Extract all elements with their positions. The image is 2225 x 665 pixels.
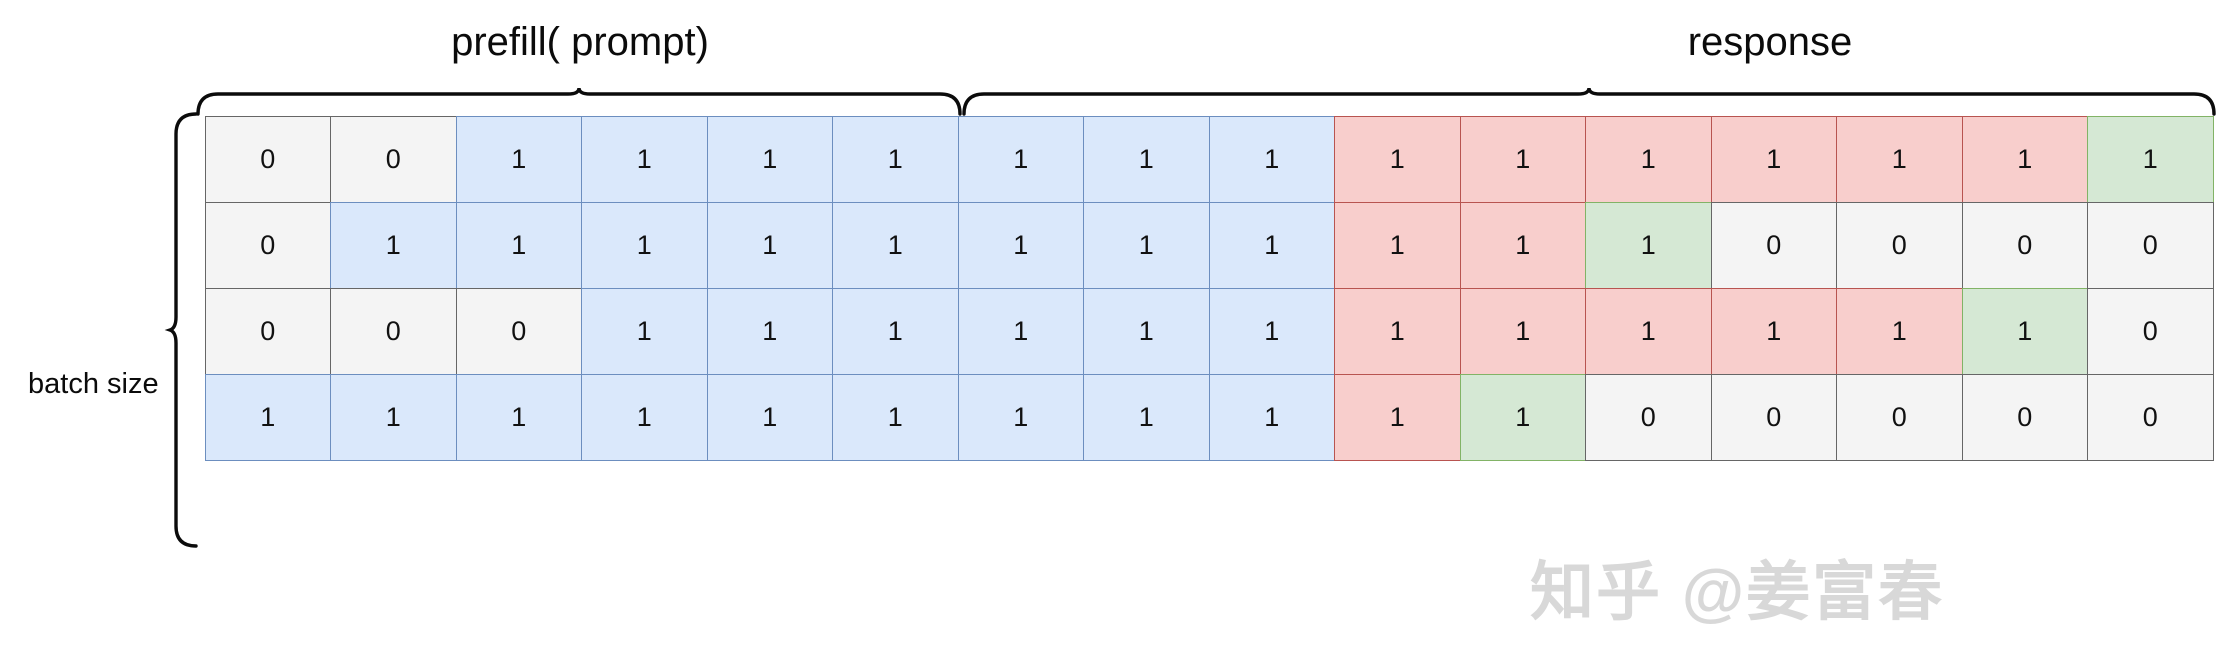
mask-cell: 1 bbox=[581, 115, 708, 203]
mask-cell: 1 bbox=[1208, 201, 1335, 289]
mask-cell: 1 bbox=[957, 373, 1084, 461]
mask-cell: 1 bbox=[1334, 287, 1461, 375]
mask-cell: 0 bbox=[204, 287, 331, 375]
mask-cell: 1 bbox=[1836, 287, 1963, 375]
mask-cell: 1 bbox=[1836, 115, 1963, 203]
mask-cell: 1 bbox=[1459, 373, 1586, 461]
mask-cell: 1 bbox=[1334, 201, 1461, 289]
mask-cell: 1 bbox=[957, 287, 1084, 375]
mask-cell: 1 bbox=[1961, 287, 2088, 375]
mask-cell: 1 bbox=[706, 373, 833, 461]
prefill-brace bbox=[196, 87, 962, 116]
mask-cell: 0 bbox=[330, 115, 457, 203]
mask-cell: 1 bbox=[581, 201, 708, 289]
mask-cell: 1 bbox=[706, 115, 833, 203]
mask-cell: 1 bbox=[1208, 115, 1335, 203]
mask-cell: 1 bbox=[1961, 115, 2088, 203]
mask-cell: 1 bbox=[1710, 115, 1837, 203]
mask-cell: 1 bbox=[581, 373, 708, 461]
mask-cell: 1 bbox=[455, 373, 582, 461]
mask-cell: 1 bbox=[1083, 287, 1210, 375]
mask-cell: 1 bbox=[1208, 287, 1335, 375]
mask-cell: 0 bbox=[1961, 373, 2088, 461]
mask-cell: 1 bbox=[1208, 373, 1335, 461]
mask-cell: 1 bbox=[706, 201, 833, 289]
mask-cell: 1 bbox=[832, 201, 959, 289]
prefill-section-label: prefill( prompt) bbox=[451, 20, 709, 64]
mask-cell: 1 bbox=[1334, 115, 1461, 203]
mask-cell: 1 bbox=[1710, 287, 1837, 375]
mask-cell: 0 bbox=[1710, 373, 1837, 461]
mask-cell: 1 bbox=[204, 373, 331, 461]
mask-cell: 1 bbox=[1585, 287, 1712, 375]
mask-cell: 1 bbox=[330, 373, 457, 461]
mask-cell: 1 bbox=[957, 201, 1084, 289]
mask-cell: 1 bbox=[1585, 201, 1712, 289]
mask-cell: 1 bbox=[1083, 201, 1210, 289]
batch-size-brace bbox=[164, 112, 198, 548]
response-section-label: response bbox=[1687, 20, 1853, 64]
mask-cell: 0 bbox=[2087, 201, 2214, 289]
mask-cell: 1 bbox=[2087, 115, 2214, 203]
mask-cell: 0 bbox=[2087, 287, 2214, 375]
mask-cell: 0 bbox=[2087, 373, 2214, 461]
mask-cell: 1 bbox=[832, 373, 959, 461]
mask-cell: 0 bbox=[1710, 201, 1837, 289]
mask-cell: 0 bbox=[204, 201, 331, 289]
mask-cell: 0 bbox=[204, 115, 331, 203]
mask-cell: 0 bbox=[1961, 201, 2088, 289]
watermark: 知乎 @姜富春 bbox=[1530, 556, 1945, 628]
mask-cell: 1 bbox=[1083, 373, 1210, 461]
mask-cell: 0 bbox=[1836, 373, 1963, 461]
mask-cell: 1 bbox=[1585, 115, 1712, 203]
mask-cell: 1 bbox=[832, 115, 959, 203]
mask-cell: 0 bbox=[1836, 201, 1963, 289]
mask-cell: 1 bbox=[957, 115, 1084, 203]
mask-cell: 0 bbox=[330, 287, 457, 375]
mask-cell: 1 bbox=[1459, 287, 1586, 375]
mask-cell: 1 bbox=[706, 287, 833, 375]
mask-cell: 0 bbox=[1585, 373, 1712, 461]
mask-cell: 1 bbox=[455, 201, 582, 289]
batch-size-label: batch size bbox=[28, 368, 159, 400]
mask-cell: 1 bbox=[1459, 115, 1586, 203]
mask-cell: 1 bbox=[581, 287, 708, 375]
response-brace bbox=[962, 87, 2216, 116]
mask-cell: 1 bbox=[455, 115, 582, 203]
mask-cell: 1 bbox=[1334, 373, 1461, 461]
mask-cell: 0 bbox=[455, 287, 582, 375]
mask-cell: 1 bbox=[1083, 115, 1210, 203]
mask-cell: 1 bbox=[330, 201, 457, 289]
mask-cell: 1 bbox=[1459, 201, 1586, 289]
mask-cell: 1 bbox=[832, 287, 959, 375]
